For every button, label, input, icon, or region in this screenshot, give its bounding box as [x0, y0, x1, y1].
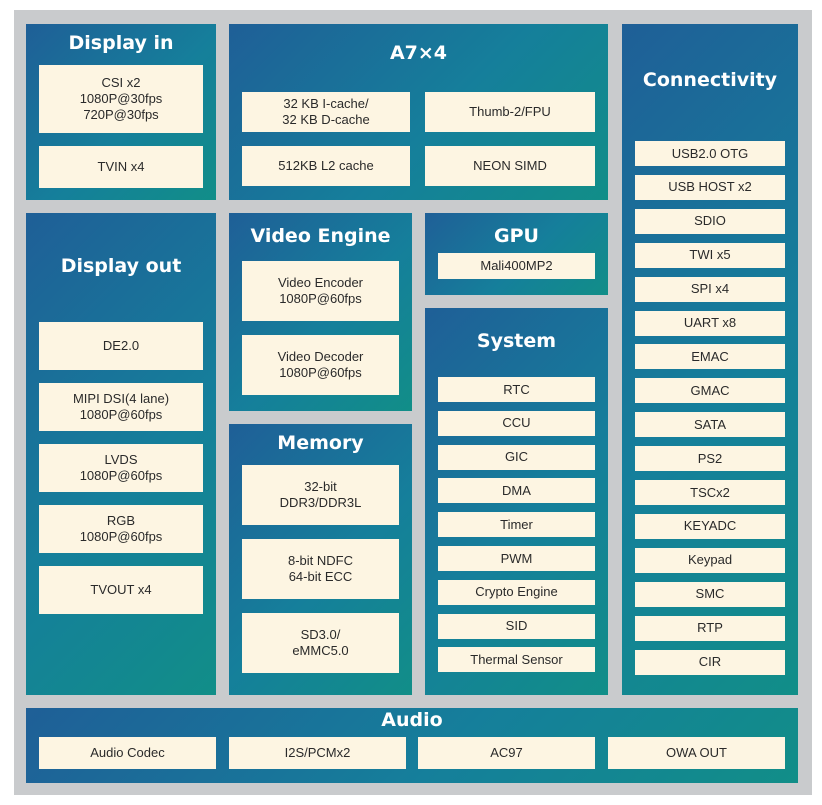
block: RTP [635, 615, 785, 641]
block: TWI x5 [635, 242, 785, 268]
panel-title: System [476, 330, 557, 352]
display-out-panel: Display out DE2.0 MIPI DSI(4 lane) 1080P… [26, 213, 216, 695]
block: USB2.0 OTG [635, 141, 785, 166]
block: 8-bit NDFC 64-bit ECC [242, 539, 399, 599]
block: Thermal Sensor [438, 647, 595, 673]
connectivity-panel: Connectivity USB2.0 OTG USB HOST x2 SDIO TW… [622, 24, 798, 695]
block: PWM [438, 546, 595, 571]
block: SMC [635, 581, 785, 607]
block: SDIO [635, 208, 785, 234]
block: NEON SIMD [425, 146, 595, 186]
video-engine-panel: Video Engine Video Encoder 1080P@60fps V… [229, 213, 412, 411]
block: USB HOST x2 [635, 174, 785, 200]
block: LVDS 1080P@60fps [39, 444, 203, 492]
block: MIPI DSI(4 lane) 1080P@60fps [39, 383, 203, 431]
block: KEYADC [635, 513, 785, 539]
block: Thumb-2/FPU [425, 92, 595, 132]
block: DMA [438, 478, 595, 504]
audio-panel: Audio Audio Codec I2S/PCMx2 AC97 OWA OUT [26, 708, 798, 783]
block: PS2 [635, 446, 785, 472]
panel-title: Video Engine [250, 225, 391, 247]
block: 32-bit DDR3/DDR3L [242, 465, 399, 525]
block: SID [438, 613, 595, 639]
gpu-panel: GPU Mali400MP2 [425, 213, 608, 295]
block: Crypto Engine [438, 579, 595, 605]
block: 512KB L2 cache [242, 146, 410, 186]
block: Video Decoder 1080P@60fps [242, 335, 399, 395]
block: RTC [438, 377, 595, 402]
block: CCU [438, 410, 595, 436]
block: AC97 [418, 737, 595, 769]
block: OWA OUT [608, 737, 785, 769]
display-in-panel: Display in CSI x2 1080P@30fps 720P@30fps… [26, 24, 216, 200]
block: Audio Codec [39, 737, 216, 769]
block: Video Encoder 1080P@60fps [242, 261, 399, 321]
cpu-panel: A7×4 32 KB I-cache/ 32 KB D-cache Thumb-… [229, 24, 608, 200]
panel-title: Display in [68, 32, 174, 54]
block: UART x8 [635, 310, 785, 336]
memory-panel: Memory 32-bit DDR3/DDR3L 8-bit NDFC 64-b… [229, 424, 412, 695]
panel-title: GPU [494, 225, 539, 247]
block: SPI x4 [635, 276, 785, 302]
block: GMAC [635, 378, 785, 404]
block: CSI x2 1080P@30fps 720P@30fps [39, 65, 203, 133]
block: SD3.0/ eMMC5.0 [242, 613, 399, 673]
block: SATA [635, 412, 785, 438]
block: GIC [438, 444, 595, 470]
block: TVIN x4 [39, 146, 203, 188]
block: 32 KB I-cache/ 32 KB D-cache [242, 92, 410, 132]
panel-title: Audio [381, 709, 443, 731]
panel-title: Memory [277, 432, 364, 454]
panel-title: A7×4 [389, 42, 448, 64]
block: Keypad [635, 547, 785, 573]
panel-title: Connectivity [642, 69, 778, 91]
block: TVOUT x4 [39, 566, 203, 614]
block: Mali400MP2 [438, 253, 595, 279]
block: EMAC [635, 344, 785, 370]
block: CIR [635, 649, 785, 675]
block: Timer [438, 512, 595, 538]
block: DE2.0 [39, 322, 203, 370]
panel-title: Display out [60, 255, 182, 277]
block: RGB 1080P@60fps [39, 505, 203, 553]
block: I2S/PCMx2 [229, 737, 406, 769]
block: TSCx2 [635, 480, 785, 505]
